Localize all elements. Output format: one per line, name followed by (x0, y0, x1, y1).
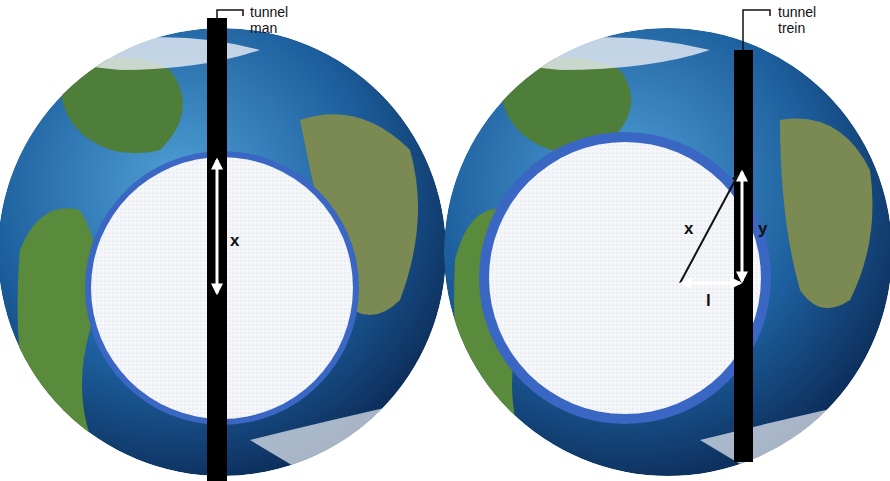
dimension-label: y (758, 220, 767, 238)
radius-arrow (680, 175, 738, 283)
land (60, 57, 183, 153)
dimension-arrow (682, 282, 740, 285)
dimension-label: l (706, 292, 711, 310)
tunnel (207, 18, 227, 481)
ocean (444, 28, 890, 476)
land (780, 119, 873, 308)
earth-globe (444, 28, 890, 476)
ring (479, 132, 771, 424)
cloud (700, 400, 870, 470)
tunnel (734, 50, 753, 462)
dimension-label: x (230, 232, 239, 250)
dimension-arrow (216, 160, 219, 293)
leader-line (743, 10, 770, 50)
callout-label: tunnel trein (778, 4, 830, 36)
callout-label: tunnel man (250, 4, 302, 36)
land (18, 208, 101, 460)
cloud (470, 37, 710, 70)
inner-circle (489, 142, 761, 414)
dimension-arrow (741, 172, 744, 281)
leader-line (217, 10, 243, 18)
dimension-label: x (684, 220, 693, 238)
